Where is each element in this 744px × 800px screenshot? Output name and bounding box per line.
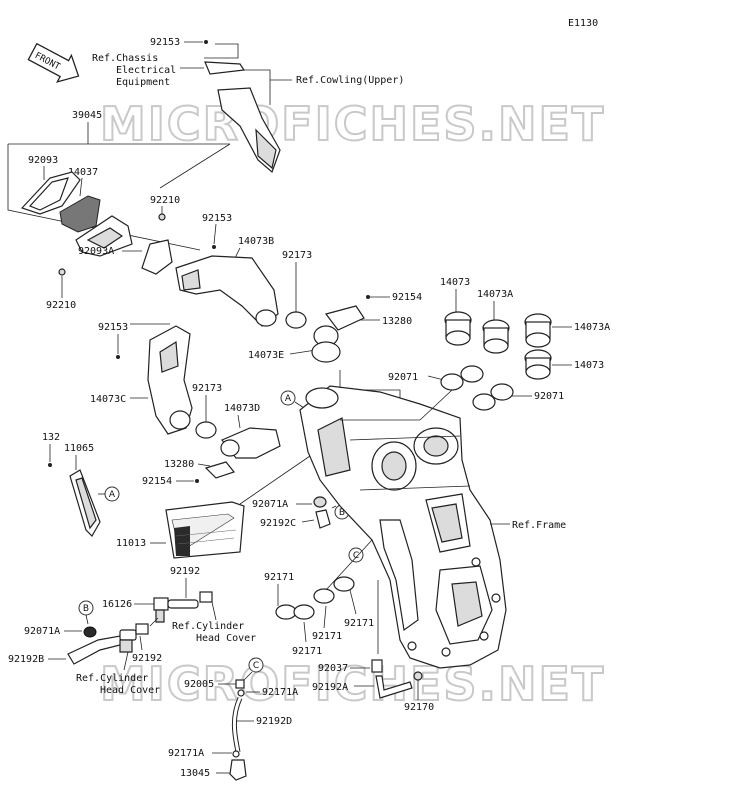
ref-cowling-upper: Ref.Cowling(Upper)	[296, 75, 404, 86]
label-92153-low: 92153	[98, 322, 128, 333]
label-16126: 16126	[102, 599, 132, 610]
label-92173-b: 92173	[192, 383, 222, 394]
circle-ref-a-left-text: A	[109, 490, 116, 500]
grommet-92071A-b	[83, 626, 97, 638]
ref-cyl-head-a-1: Ref.Cylinder	[172, 621, 244, 632]
duct-14073B	[175, 255, 279, 327]
circle-ref-c-bottom-text: C	[253, 661, 259, 671]
hose-92192A	[375, 675, 413, 699]
label-39045: 39045	[72, 110, 102, 121]
label-132: 132	[42, 432, 60, 443]
circle-ref-b-left-text: B	[83, 604, 89, 614]
label-14037: 14037	[68, 167, 98, 178]
label-92071A-a: 92071A	[252, 499, 288, 510]
circle-ref-c-mid	[348, 547, 364, 563]
hose-92192-b	[119, 623, 149, 653]
duct-14073C	[147, 325, 193, 435]
label-92071-b: 92071	[534, 391, 564, 402]
label-14073-b: 14073	[574, 360, 604, 371]
plug-13045	[229, 759, 247, 781]
cover-11065	[69, 469, 101, 537]
watermark-top: MICROFICHES.NET	[100, 97, 605, 151]
watermark-bottom: MICROFICHES.NET	[100, 657, 605, 711]
velocity-stacks	[444, 311, 552, 380]
label-11065: 11065	[64, 443, 94, 454]
ref-chassis-1: Ref.Chassis	[92, 53, 158, 64]
label-14073A-b: 14073A	[574, 322, 610, 333]
fitting-92037	[371, 659, 383, 673]
label-92153-mid: 92153	[202, 213, 232, 224]
valve-16126	[153, 591, 213, 623]
ref-frame: Ref.Frame	[512, 520, 566, 531]
label-92005: 92005	[184, 679, 214, 690]
label-11013: 11013	[116, 538, 146, 549]
label-92173-a: 92173	[282, 250, 312, 261]
label-92210-b: 92210	[46, 300, 76, 311]
label-92171-d: 92171	[344, 618, 374, 629]
gasket-13280-a	[324, 305, 365, 331]
circle-ref-a-frame	[280, 390, 296, 406]
label-92192-a: 92192	[170, 566, 200, 577]
label-92171A-a: 92171A	[262, 687, 298, 698]
label-92071-a: 92071	[388, 372, 418, 383]
circle-ref-c-bottom	[248, 657, 264, 673]
airbox-frame	[299, 385, 507, 669]
circle-ref-c-mid-text: C	[353, 551, 359, 561]
label-14073A-a: 14073A	[477, 289, 513, 300]
label-92171-c: 92171	[312, 631, 342, 642]
label-92192B: 92192B	[8, 654, 44, 665]
label-92093A: 92093A	[78, 246, 114, 257]
clamps-92171	[275, 576, 355, 620]
label-92192A: 92192A	[312, 682, 348, 693]
label-92171-a: 92171	[264, 572, 294, 583]
label-14073-a: 14073	[440, 277, 470, 288]
ref-chassis-3: Equipment	[116, 77, 170, 88]
label-14073D: 14073D	[224, 403, 260, 414]
label-13280-a: 13280	[382, 316, 412, 327]
clamp-92173-b	[195, 421, 217, 439]
bracket-assembly	[204, 61, 281, 174]
duct-39045	[75, 215, 133, 257]
cover-92093A	[141, 239, 173, 275]
label-14073B: 14073B	[238, 236, 274, 247]
diagram-code: E1130	[568, 18, 598, 29]
circle-ref-a-frame-text: A	[285, 394, 292, 404]
circle-ref-b-mid-text: B	[339, 508, 345, 518]
label-92153-top: 92153	[150, 37, 180, 48]
label-13280-b: 13280	[164, 459, 194, 470]
bolt-92170	[413, 671, 423, 681]
label-92210-a: 92210	[150, 195, 180, 206]
label-92071A-b: 92071A	[24, 626, 60, 637]
intake-cover-92093	[20, 171, 81, 215]
fitting-92005	[235, 679, 245, 689]
label-92170: 92170	[404, 702, 434, 713]
duct-14073E	[311, 325, 341, 363]
hose-92192C	[315, 509, 331, 529]
ref-chassis-2: Electrical	[116, 65, 176, 76]
ref-cyl-head-a-2: Head Cover	[196, 633, 256, 644]
label-13045: 13045	[180, 768, 210, 779]
label-92171-b: 92171	[292, 646, 322, 657]
duct-14073D	[220, 427, 281, 459]
label-92093: 92093	[28, 155, 58, 166]
label-92037: 92037	[318, 663, 348, 674]
ref-cyl-head-b-2: Head Cover	[100, 685, 160, 696]
clamps-92071	[440, 365, 514, 411]
label-92154-b: 92154	[142, 476, 172, 487]
label-92171A-b: 92171A	[168, 748, 204, 759]
ref-cyl-head-b-1: Ref.Cylinder	[76, 673, 148, 684]
label-92192D: 92192D	[256, 716, 292, 727]
gasket-13280-b	[204, 461, 236, 479]
label-92192C: 92192C	[260, 518, 296, 529]
label-92154-a: 92154	[392, 292, 422, 303]
air-filter-11013	[165, 501, 245, 559]
clamp-92173-a	[285, 311, 307, 329]
label-14073E: 14073E	[248, 350, 284, 361]
label-92192-b: 92192	[132, 653, 162, 664]
mesh-14037	[59, 195, 101, 233]
label-14073C: 14073C	[90, 394, 126, 405]
grommet-92071A-a	[313, 496, 327, 508]
front-arrow-icon: FRONT	[27, 42, 80, 83]
